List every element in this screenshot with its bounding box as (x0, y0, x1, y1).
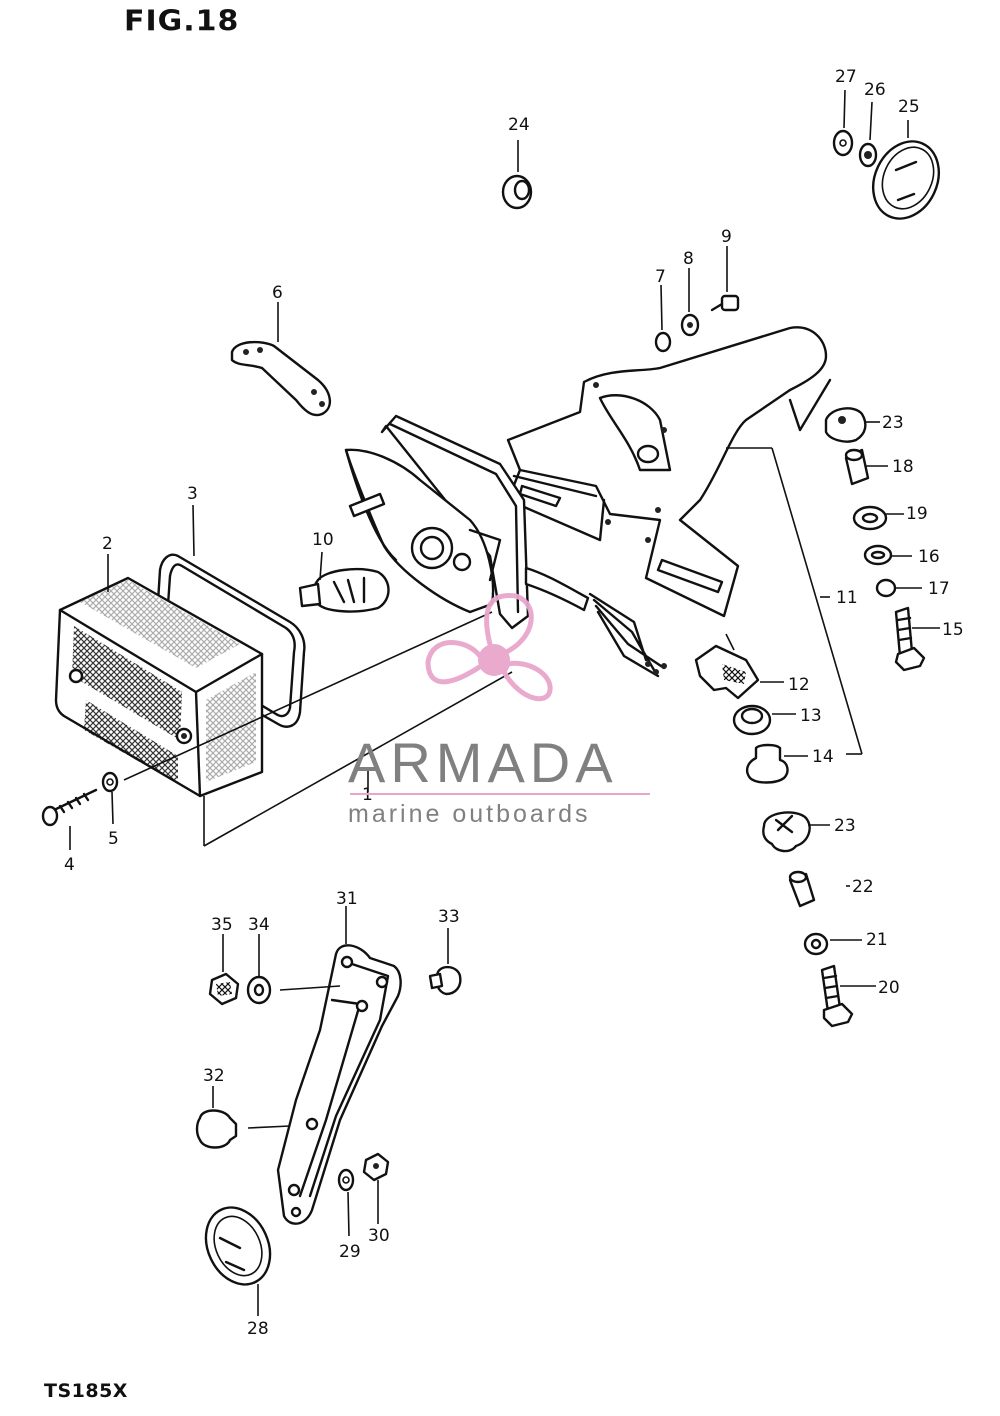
part-15-bolt (894, 606, 940, 672)
part-14-collar (745, 743, 808, 784)
callout-11: 11 (836, 588, 858, 608)
assembly-line-1 (123, 611, 513, 847)
part-20-bolt (820, 964, 876, 1028)
part-8-nut (680, 268, 700, 337)
part-9-bolt (710, 246, 740, 312)
callout-32: 32 (203, 1066, 225, 1086)
callout-23-lower: 23 (834, 816, 856, 836)
callout-35: 35 (211, 915, 233, 935)
callout-20: 20 (878, 978, 900, 998)
callout-10: 10 (312, 530, 334, 550)
callout-26: 26 (864, 80, 886, 100)
part-4-screw (41, 788, 98, 850)
part-17-spring-washer (875, 578, 922, 598)
part-21-washer (803, 932, 862, 956)
callout-19: 19 (906, 504, 928, 524)
part-34-washer (246, 934, 341, 1005)
part-3-gasket (154, 504, 306, 728)
part-31-bracket (276, 906, 402, 1225)
callout-3: 3 (187, 484, 198, 504)
callout-33: 33 (438, 907, 460, 927)
callout-28: 28 (247, 1319, 269, 1339)
part-30-nut (362, 1152, 390, 1224)
callout-labels: 1 2 3 4 5 6 7 8 9 10 11 12 13 14 15 16 1… (64, 67, 964, 1339)
part-16-washer (863, 544, 912, 566)
part-18-collar (844, 448, 888, 486)
model-code: TS185X (44, 1380, 128, 1402)
callout-25: 25 (898, 97, 920, 117)
callout-2: 2 (102, 534, 113, 554)
callout-22: 22 (852, 877, 874, 897)
part-5-washer (101, 771, 119, 825)
callout-9: 9 (721, 227, 732, 247)
part-12-clamp (694, 633, 784, 700)
callout-29: 29 (339, 1242, 361, 1262)
watermark-tagline: marine outboards (348, 800, 591, 828)
callout-21: 21 (866, 930, 888, 950)
part-13-grommet (732, 704, 796, 736)
part-27-washer (832, 89, 854, 157)
watermark-brand: ARMADA (348, 731, 618, 794)
callout-4: 4 (64, 855, 75, 875)
part-2-lens (54, 554, 264, 798)
callout-23-upper: 23 (882, 413, 904, 433)
callout-15: 15 (942, 620, 964, 640)
part-28-reflector (204, 1206, 272, 1316)
callout-31: 31 (336, 889, 358, 909)
part-6-stay (230, 302, 331, 417)
watermark: ARMADA marine outboards (348, 592, 650, 828)
callout-12: 12 (788, 675, 810, 695)
callout-6: 6 (272, 283, 283, 303)
figure-label: FIG.18 (124, 4, 240, 39)
callout-30: 30 (368, 1226, 390, 1246)
callout-7: 7 (655, 267, 666, 287)
callout-27: 27 (835, 67, 857, 87)
part-22-collar (788, 870, 850, 908)
callout-5: 5 (108, 829, 119, 849)
part-33-bolt (428, 928, 462, 996)
part-24-grommet (501, 140, 533, 210)
part-1-taillight-housing (344, 414, 667, 678)
part-7-washer (654, 284, 672, 353)
callout-13: 13 (800, 706, 822, 726)
part-26-nut (858, 101, 878, 168)
propeller-logo (425, 592, 553, 702)
callout-18: 18 (892, 457, 914, 477)
callout-14: 14 (812, 747, 834, 767)
part-23-grommet-lower (762, 811, 830, 853)
callout-24: 24 (508, 115, 530, 135)
part-29-washer (337, 1168, 355, 1237)
callout-34: 34 (248, 915, 270, 935)
part-10-bulb (298, 551, 390, 613)
part-19-washer (852, 505, 904, 531)
callout-17: 17 (928, 579, 950, 599)
callout-16: 16 (918, 547, 940, 567)
part-35-nut (208, 934, 240, 1006)
part-32-plug (195, 1086, 291, 1149)
part-25-reflector (872, 120, 940, 220)
callout-8: 8 (683, 249, 694, 269)
part-23-grommet-upper (824, 407, 880, 443)
